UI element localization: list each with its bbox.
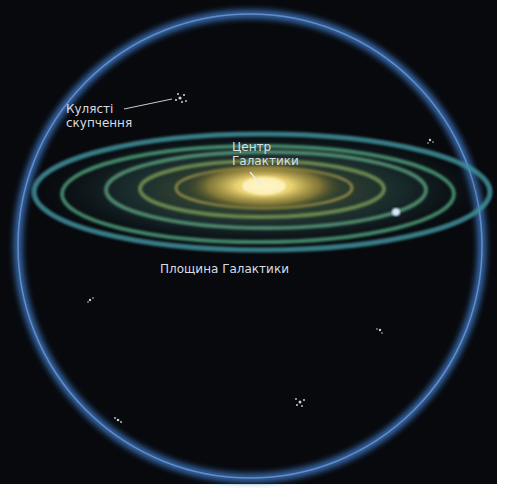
leader-line [124,99,172,109]
star-marker [392,208,400,216]
cluster-label: Кулясті скупчення [66,102,138,130]
galactic-disk [27,128,497,252]
globular-clusters [87,93,434,423]
plane-label: Площина Галактики [160,262,340,276]
galactic-core [242,177,286,195]
spiral-arms [34,134,490,250]
space-background [0,0,497,484]
center-label: Центр Галактики [232,140,312,168]
leader-line [250,172,262,186]
